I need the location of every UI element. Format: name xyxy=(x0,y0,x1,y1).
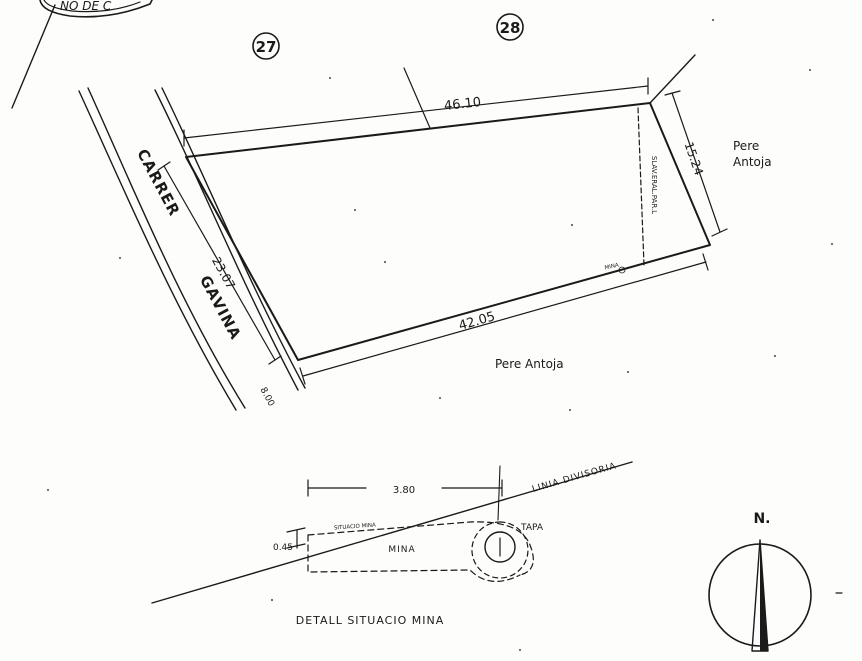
neighbor-east-2: Antoja xyxy=(733,155,772,169)
detail-offset: 0.45 xyxy=(273,543,293,553)
dim-north: 46.10 xyxy=(443,95,482,114)
mine-marker: MINA xyxy=(604,263,619,272)
detail-lid: TAPA xyxy=(520,523,544,533)
dim-east-note: SLAV.ERAL.PAR.L xyxy=(650,156,658,214)
paper-specks xyxy=(47,19,833,651)
detail-width: 3.80 xyxy=(393,485,415,496)
stamp-stroke xyxy=(11,4,56,109)
dim-street-width: 8.00 xyxy=(258,386,276,409)
stamp-text: NO DE C xyxy=(60,0,112,13)
dimension-lines xyxy=(157,77,728,385)
neighbor-east-1: Pere xyxy=(733,139,759,153)
detail-drawing xyxy=(151,461,633,604)
mine-marker-dot xyxy=(618,266,626,274)
lot-outline xyxy=(185,54,711,361)
svg-text:N.: N. xyxy=(753,511,770,527)
street-name-1: CARRER xyxy=(133,146,183,219)
parcel-28: 28 xyxy=(496,13,524,41)
detail-boundary: LINIA DIVISORIA xyxy=(531,461,618,495)
detail-mine: MINA xyxy=(388,545,415,555)
stamp: NO DE C xyxy=(11,0,153,109)
parcel-27: 27 xyxy=(252,32,280,60)
svg-text:28: 28 xyxy=(500,19,521,37)
neighbor-south: Pere Antoja xyxy=(495,357,564,371)
detail-title: DETALL SITUACIO MINA xyxy=(296,614,444,627)
street-edges xyxy=(78,87,306,411)
north-arrow: N. xyxy=(708,511,843,652)
detail-small-note: SITUACIO MINA xyxy=(334,523,377,532)
dim-east: 15.24 xyxy=(682,140,706,177)
svg-text:27: 27 xyxy=(256,38,277,56)
